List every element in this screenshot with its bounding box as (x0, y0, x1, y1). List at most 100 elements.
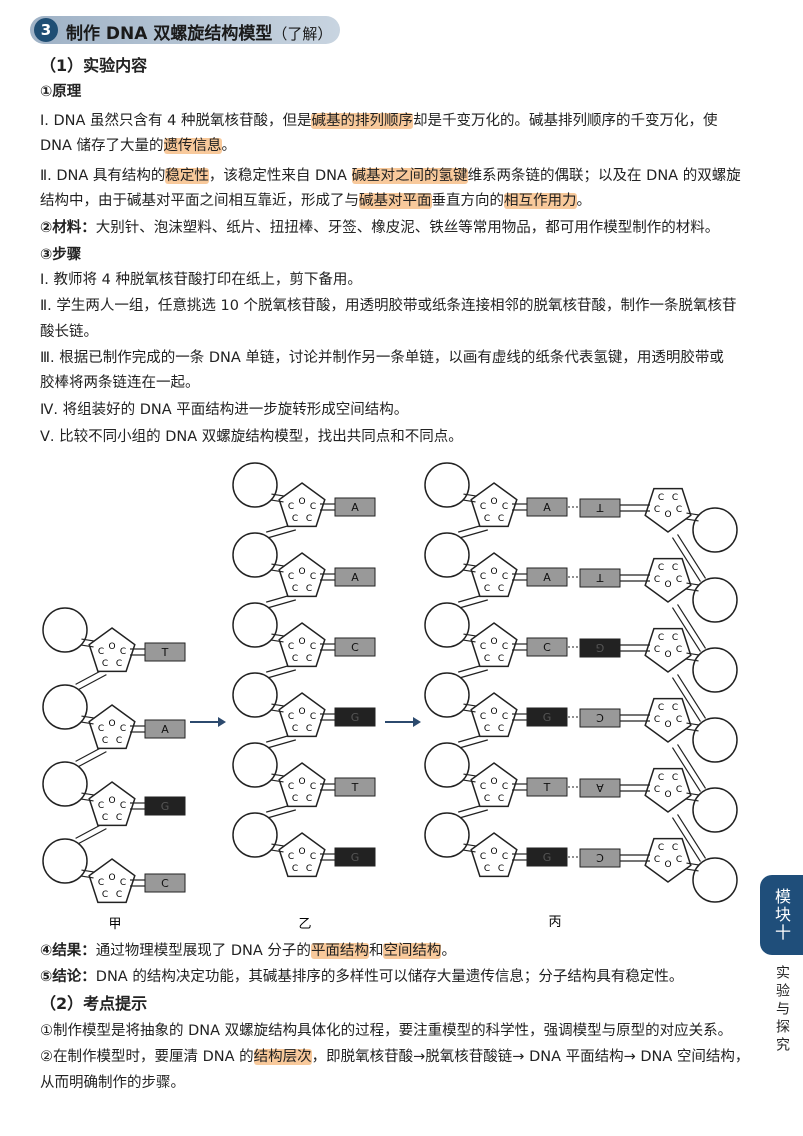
deoxyribose-pentagon (644, 767, 692, 813)
backbone-bond (462, 709, 476, 713)
pentagon-c: C (98, 801, 104, 811)
base-C (579, 708, 621, 728)
backbone-bond (270, 569, 284, 573)
backbone-bond (81, 792, 95, 796)
base-label: A (351, 501, 359, 514)
backbone-bond (462, 569, 476, 573)
pentagon-c: C (480, 712, 486, 722)
text-line: （2）考点提示 (40, 994, 147, 1014)
text-segment: 从而明确制作的步骤。 (40, 1075, 185, 1091)
backbone-bond (81, 869, 95, 873)
phosphate-circle (692, 717, 738, 763)
pentagon-c: C (498, 584, 504, 594)
phosphate-circle (692, 577, 738, 623)
pentagon-c: C (288, 502, 294, 512)
text-line: DNA 储存了大量的遗传信息。 (40, 136, 236, 156)
pentagon-o: O (664, 720, 671, 730)
backbone-bond (267, 599, 296, 609)
text-segment: 。 (576, 193, 592, 209)
backbone-bond (685, 518, 699, 522)
base-label: C (596, 711, 604, 724)
pentagon-c: C (676, 575, 682, 585)
base-A (334, 567, 376, 587)
pentagon-c: C (672, 843, 678, 853)
base-G (334, 707, 376, 727)
text-line: ②材料：大别针、泡沫塑料、纸片、扭扭棒、牙签、橡皮泥、铁丝等常用物品，都可用作模… (40, 218, 719, 238)
backbone-bond (271, 773, 285, 777)
base-label: T (596, 571, 604, 584)
section-title: 制作 DNA 双螺旋结构模型 (66, 24, 273, 44)
text-segment: ③步骤 (40, 247, 82, 263)
backbone-bond (671, 607, 701, 652)
base-G (144, 796, 186, 816)
pentagon-c: C (292, 864, 298, 874)
base-label: G (161, 800, 170, 813)
pentagon-c: C (654, 785, 660, 795)
backbone-bond (686, 792, 700, 796)
backbone-bond (677, 604, 707, 649)
pentagon-c: C (676, 505, 682, 515)
backbone-bond (463, 493, 477, 497)
deoxyribose-pentagon (278, 692, 326, 738)
text-line: Ⅰ. 教师将 4 种脱氧核苷酸打印在纸上，剪下备用。 (40, 270, 362, 290)
highlighted-term: 碱基对之间的氢键 (351, 168, 468, 184)
backbone-bond (270, 709, 284, 713)
backbone-bond (267, 529, 296, 539)
highlighted-term: 空间结构 (383, 943, 442, 959)
phosphate-circle (42, 761, 88, 807)
pentagon-c: C (672, 773, 678, 783)
base-T (144, 642, 186, 662)
text-segment: DNA 的结构决定功能，其碱基排序的多样性可以储存大量遗传信息；分子结构具有稳定… (95, 969, 684, 985)
pentagon-c: C (658, 633, 664, 643)
backbone-bond (459, 669, 488, 679)
pentagon-c: C (676, 855, 682, 865)
pentagon-c: C (676, 785, 682, 795)
deoxyribose-pentagon (470, 622, 518, 668)
phosphate-circle (692, 787, 738, 833)
pentagon-c: C (306, 864, 312, 874)
pentagon-c: C (310, 572, 316, 582)
base-label: G (351, 851, 360, 864)
pentagon-c: C (288, 712, 294, 722)
pentagon-o: O (664, 510, 671, 520)
base-label: A (596, 781, 604, 794)
base-label: T (351, 781, 359, 794)
backbone-bond (671, 677, 701, 722)
text-line: Ⅲ. 根据已制作完成的一条 DNA 单链，讨论并制作另一条单链，以画有虚线的纸条… (40, 348, 724, 368)
phosphate-circle (232, 602, 278, 648)
backbone-bond (78, 828, 107, 845)
phosphate-circle (692, 507, 738, 553)
phosphate-circle (424, 812, 470, 858)
module-tab[interactable]: 模块十 (760, 875, 803, 955)
text-segment: 胶棒将两条链连在一起。 (40, 375, 200, 391)
deoxyribose-pentagon (470, 482, 518, 528)
base-C (526, 637, 568, 657)
backbone-bond (80, 798, 94, 802)
pentagon-c: C (102, 736, 108, 746)
deoxyribose-pentagon (644, 557, 692, 603)
base-label: A (161, 723, 169, 736)
pentagon-c: C (676, 715, 682, 725)
text-segment: ，即脱氧核苷酸→脱氧核苷酸链→ DNA 平面结构→ DNA 空间结构， (311, 1049, 750, 1065)
backbone-bond (671, 817, 701, 862)
pentagon-c: C (292, 724, 298, 734)
backbone-bond (80, 721, 94, 725)
backbone-bond (685, 798, 699, 802)
backbone-bond (671, 537, 701, 582)
text-segment: 垂直方向的 (431, 193, 505, 209)
pentagon-c: C (98, 878, 104, 888)
text-segment: 通过物理模型展现了 DNA 分子的 (95, 943, 311, 959)
base-label: T (161, 646, 169, 659)
backbone-bond (462, 639, 476, 643)
text-line: 从而明确制作的步骤。 (40, 1073, 185, 1093)
phosphate-circle (424, 742, 470, 788)
pentagon-c: C (484, 514, 490, 524)
pentagon-c: C (658, 493, 664, 503)
